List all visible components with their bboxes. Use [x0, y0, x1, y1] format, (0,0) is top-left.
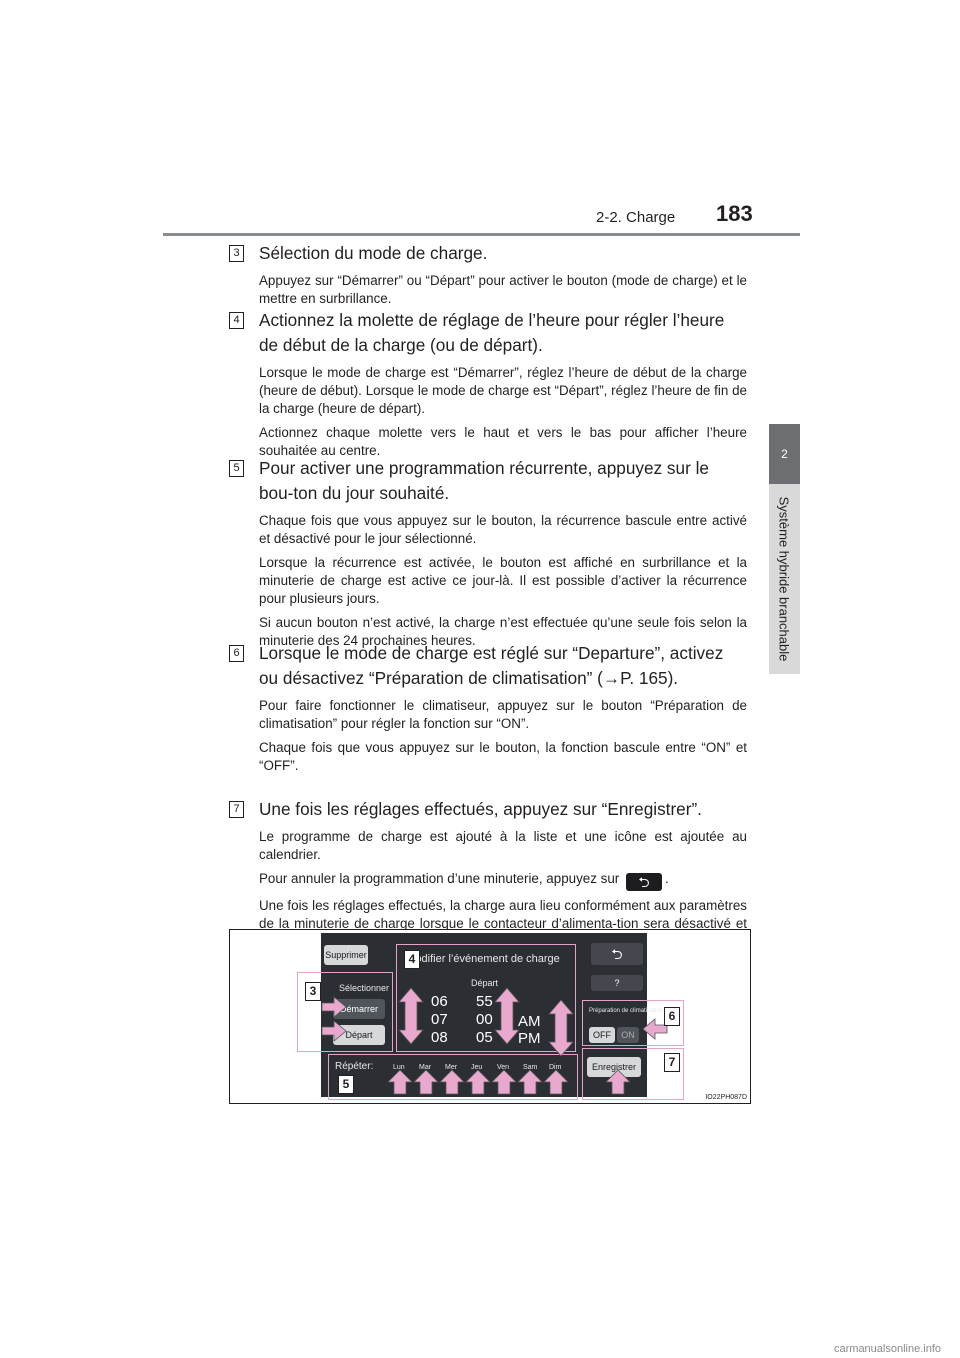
ampm-value[interactable]: PM	[518, 1030, 541, 1047]
day-button[interactable]: Sam	[523, 1064, 538, 1071]
arrow-updown-icon	[548, 999, 574, 1057]
arrow-updown-icon	[398, 987, 424, 1045]
arrow-up-icon	[517, 1069, 543, 1095]
callout-arrows	[321, 987, 668, 1095]
day-button[interactable]: Mar	[419, 1064, 432, 1071]
arrow-right-icon	[321, 996, 347, 1018]
back-icon: ⮌	[626, 873, 662, 891]
repeat-label: Répéter:	[335, 1061, 374, 1072]
minute-value[interactable]: 55	[476, 993, 493, 1010]
step-badge: 3	[229, 245, 244, 262]
screen-figure: Supprimer lodifier l’événement de charge…	[229, 929, 751, 1104]
step-paragraph: Actionnez chaque molette vers le haut et…	[259, 425, 747, 458]
section-title: 2-2. Charge	[596, 209, 676, 226]
arrow-updown-icon	[494, 987, 520, 1045]
step-paragraph: Pour faire fonctionner le climatiseur, a…	[259, 698, 747, 731]
start-button[interactable]: Démarrer	[333, 999, 385, 1019]
chapter-tab-number: 2	[769, 424, 800, 484]
select-label: Sélectionner	[339, 983, 390, 993]
day-button[interactable]: Lun	[393, 1064, 405, 1071]
climate-label: Préparation de climatisation	[589, 1008, 664, 1014]
step-title: Actionnez la molette de réglage de l’heu…	[259, 310, 725, 355]
arrow-up-icon	[439, 1069, 465, 1095]
step-paragraph: Lorsque la récurrence est activée, le bo…	[259, 555, 747, 606]
callout-badge: 5	[338, 1075, 354, 1094]
footer-watermark: carmanualsonline.info	[834, 1343, 942, 1355]
callout-badge: 7	[664, 1053, 680, 1072]
help-button[interactable]: ?	[591, 975, 643, 991]
delete-button[interactable]: Supprimer	[324, 945, 368, 965]
chapter-tab-label: Système hybride branchable	[776, 496, 792, 662]
step-paragraph: Lorsque le mode de charge est “Démarrer”…	[259, 365, 747, 416]
screen-title: lodifier l’événement de charge	[413, 953, 560, 965]
step-3: 3 Sélection du mode de charge. Appuyez s…	[229, 241, 747, 308]
step-title: Sélection du mode de charge.	[259, 243, 488, 263]
climate-off-button[interactable]: OFF	[589, 1027, 615, 1043]
highlight-box-4	[396, 944, 576, 1052]
arrow-up-icon	[605, 1069, 631, 1095]
arrow-up-icon	[465, 1069, 491, 1095]
step-7: 7 Une fois les réglages effectués, appuy…	[229, 797, 747, 951]
step-paragraph: Si aucun bouton n’est activé, la charge …	[259, 615, 747, 648]
step-6: 6 Lorsque le mode de charge est réglé su…	[229, 641, 747, 775]
step-4: 4 Actionnez la molette de réglage de l’h…	[229, 308, 747, 460]
arrow-up-icon	[387, 1069, 413, 1095]
step-paragraph-icon: Pour annuler la programmation d’une minu…	[259, 870, 747, 891]
minute-value[interactable]: 05	[476, 1029, 493, 1046]
departure-button[interactable]: Départ	[333, 1025, 385, 1045]
step-text: .	[665, 871, 669, 886]
wheel-caption: Départ	[471, 978, 499, 988]
step-badge: 4	[229, 312, 244, 329]
callout-badge: 3	[305, 982, 321, 1001]
day-button[interactable]: Dim	[549, 1064, 562, 1071]
climate-on-button[interactable]: ON	[617, 1027, 639, 1043]
arrow-up-icon	[413, 1069, 439, 1095]
step-paragraph: Chaque fois que vous appuyez sur le bout…	[259, 740, 747, 773]
highlight-box-6	[582, 1000, 684, 1046]
page-number: 183	[716, 201, 753, 226]
step-title: Lorsque le mode de charge est réglé sur …	[259, 643, 724, 688]
chapter-tab-bar	[769, 484, 800, 674]
hour-value[interactable]: 08	[431, 1029, 448, 1046]
figure-code: IO22PH087D	[705, 1094, 747, 1101]
back-icon: ⮌	[611, 946, 623, 962]
arrow-up-icon	[543, 1069, 569, 1095]
day-button[interactable]: Mer	[445, 1064, 458, 1071]
step-paragraph: Le programme de charge est ajouté à la l…	[259, 829, 747, 862]
arrow-up-icon	[491, 1069, 517, 1095]
step-paragraph: Chaque fois que vous appuyez sur le bout…	[259, 513, 747, 546]
ampm-value[interactable]: AM	[518, 1013, 541, 1030]
day-button[interactable]: Ven	[497, 1064, 510, 1071]
highlight-box-5	[328, 1054, 578, 1100]
highlight-box-3	[297, 972, 393, 1052]
highlight-box-7	[582, 1048, 684, 1100]
step-paragraph: Appuyez sur “Démarrer” ou “Départ” pour …	[259, 273, 747, 306]
back-button[interactable]: ⮌	[591, 943, 643, 965]
step-title: Pour activer une programmation récurrent…	[259, 458, 709, 503]
step-badge: 5	[229, 460, 244, 477]
minute-value[interactable]: 00	[476, 1011, 493, 1028]
callout-badge: 6	[664, 1007, 680, 1026]
hour-value[interactable]: 07	[431, 1011, 448, 1028]
header-rule	[163, 233, 800, 236]
hour-value[interactable]: 06	[431, 993, 448, 1010]
day-button[interactable]: Jeu	[471, 1064, 483, 1071]
arrow-left-icon	[642, 1018, 668, 1040]
step-title: Une fois les réglages effectués, appuyez…	[259, 799, 702, 819]
step-5: 5 Pour activer une programmation récurre…	[229, 456, 747, 650]
step-badge: 6	[229, 645, 244, 662]
callout-badge: 4	[404, 950, 420, 969]
save-button[interactable]: Enregistrer	[587, 1057, 641, 1077]
step-badge: 7	[229, 801, 244, 818]
charge-timer-screen: Supprimer lodifier l’événement de charge…	[321, 933, 663, 1097]
arrow-right-icon	[321, 1020, 347, 1042]
step-text: Pour annuler la programmation d’une minu…	[259, 871, 620, 886]
